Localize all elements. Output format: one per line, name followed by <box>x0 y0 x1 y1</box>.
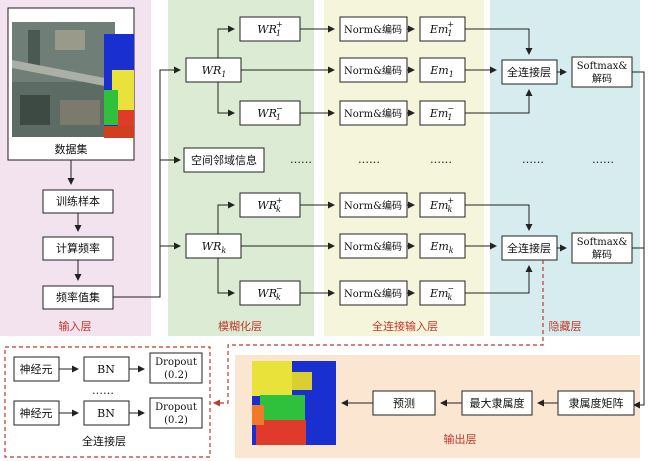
membership-matrix-box <box>557 390 635 416</box>
wr1-minus-label: WR1− <box>257 104 282 122</box>
fc-layer-box-k <box>501 235 558 261</box>
em-label-kp: Emk+ <box>429 196 454 214</box>
fc-layer-label-k: 全连接层 <box>507 241 551 255</box>
fcin-ellipsis-2: …… <box>430 153 452 166</box>
norm-box-kp <box>339 192 408 218</box>
norm-box-k <box>339 233 408 259</box>
freq-values-label: 频率值集 <box>56 290 100 304</box>
fc-layer-box-1 <box>501 59 558 85</box>
bn-box-2 <box>83 400 130 426</box>
hidden-ellipsis-2: …… <box>592 153 614 166</box>
wrk-box <box>185 233 242 259</box>
red-dashed-link <box>213 260 544 407</box>
norm-label-k: Norm&编码 <box>344 240 402 253</box>
arrow-softmax-to-output <box>632 71 645 409</box>
bn-box-1 <box>83 356 130 382</box>
softmax-label-1a: Softmax& <box>577 61 628 72</box>
satellite-image-icon <box>12 22 115 137</box>
wr1-label: WR1 <box>202 64 227 79</box>
dropout-label-2a: Dropout <box>155 402 197 413</box>
dropout-label-2b: (0.2) <box>164 415 188 426</box>
em-label-km: Emk− <box>429 284 454 302</box>
norm-encode-boxes <box>339 16 408 306</box>
em-label-1m: Em1− <box>429 104 454 122</box>
em-to-fc-arrows <box>465 28 567 294</box>
fc-input-region-bg <box>324 0 484 336</box>
spatial-neighborhood-label: 空间邻域信息 <box>191 153 257 167</box>
input-layer-label: 输入层 <box>59 319 92 333</box>
dropout-box-2 <box>149 397 203 429</box>
em-box-1m <box>419 100 466 126</box>
wrk-plus-box <box>239 192 301 218</box>
fc-detail-label: 全连接层 <box>82 434 126 448</box>
predict-label: 预测 <box>393 397 415 410</box>
softmax-label-kb: 解码 <box>592 248 612 261</box>
norm-label-1m: Norm&编码 <box>344 107 402 120</box>
fcin-ellipsis-1: …… <box>358 153 380 166</box>
norm-label-kp: Norm&编码 <box>344 199 402 212</box>
calc-freq-label: 计算频率 <box>56 241 100 255</box>
norm-box-1 <box>339 57 408 83</box>
neuron-box-1 <box>13 356 60 382</box>
softmax-box-1 <box>571 56 633 88</box>
em-boxes <box>419 16 466 306</box>
arrow-wr1-minus <box>217 82 235 117</box>
dropout-box-1 <box>149 352 203 384</box>
softmax-label-1b: 解码 <box>592 72 612 85</box>
wr1-minus-box <box>239 100 301 126</box>
predict-box <box>372 390 436 416</box>
fc-input-layer-label: 全连接输入层 <box>372 319 438 333</box>
hidden-region-bg <box>490 0 640 336</box>
softmax-label-ka: Softmax& <box>577 237 628 248</box>
neuron-label-2: 神经元 <box>20 406 53 420</box>
norm-label-1p: Norm&编码 <box>344 23 402 36</box>
output-map-detail <box>252 361 312 445</box>
dropout-label-1b: (0.2) <box>164 370 188 381</box>
bn-label-1: BN <box>97 363 115 376</box>
wr1-plus-label: WR1+ <box>257 20 282 38</box>
arrow-wrk-plus <box>217 201 235 234</box>
fc-detail-frame <box>4 346 211 458</box>
em-label-1: Em1 <box>429 64 454 79</box>
hidden-ellipsis-1: …… <box>522 153 544 166</box>
dropout-label-1a: Dropout <box>155 357 197 368</box>
fuzzy-ellipsis: …… <box>290 153 312 166</box>
fuzzy-layer-label: 模糊化层 <box>218 319 262 333</box>
output-layer-label: 输出层 <box>444 432 477 446</box>
neuron-box-2 <box>13 400 60 426</box>
em-label-k: Emk <box>429 240 453 255</box>
membership-matrix-label: 隶属度矩阵 <box>569 396 624 410</box>
wrk-minus-box <box>239 280 301 306</box>
em-box-1 <box>419 57 466 83</box>
norm-label-1: Norm&编码 <box>344 64 402 77</box>
norm-to-em-arrows <box>407 25 415 297</box>
wrk-minus-label: WRk− <box>257 284 282 302</box>
norm-box-km <box>339 280 408 306</box>
fc-detail-ellipsis: …… <box>92 384 114 397</box>
wrk-label: WRk <box>202 240 227 255</box>
arrow-to-wr1 <box>113 66 181 298</box>
bn-label-2: BN <box>97 407 115 420</box>
arrow-wr1-plus <box>217 25 235 58</box>
fc-detail-arrows <box>59 365 145 417</box>
em-label-1p: Em1+ <box>429 20 454 38</box>
norm-label-km: Norm&编码 <box>344 287 402 300</box>
max-membership-label: 最大隶属度 <box>470 396 525 410</box>
em-box-kp <box>419 192 466 218</box>
em-box-1p <box>419 16 466 42</box>
train-sample-label: 训练样本 <box>56 194 100 208</box>
norm-box-1p <box>339 16 408 42</box>
label-map-icon <box>104 34 134 138</box>
dataset-label: 数据集 <box>55 142 88 156</box>
arrow-wrk-minus <box>217 258 235 297</box>
spatial-neighborhood-box <box>183 147 265 173</box>
wrk-plus-label: WRk+ <box>257 196 282 214</box>
wr1-box <box>185 57 242 83</box>
neuron-label-1: 神经元 <box>20 362 53 376</box>
fc-layer-label-1: 全连接层 <box>507 65 551 79</box>
hidden-layer-label: 隐藏层 <box>549 320 582 333</box>
